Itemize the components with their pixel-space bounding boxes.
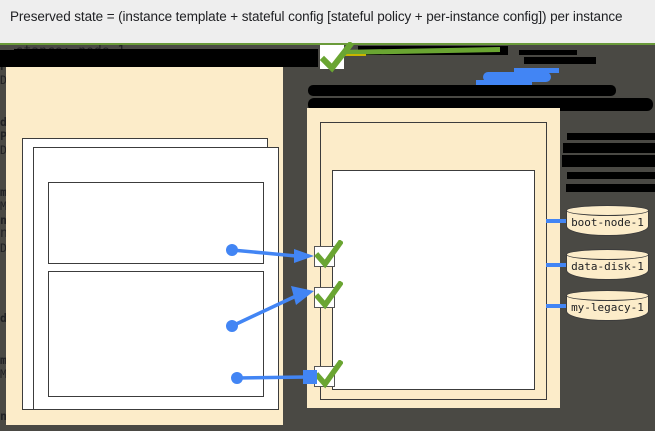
checkbox-data-disk[interactable] [314,246,335,267]
disk-cylinder-top-icon [566,249,649,260]
disk-label: my-legacy-1 [571,301,644,314]
redaction-bar-right-5 [566,184,655,192]
node-details-box [332,170,535,390]
disk-cylinder-top-icon [566,290,649,301]
dim-strip-top-left [0,45,14,50]
redaction-bar-right-2 [563,143,655,153]
redaction-bar-row2-b [308,98,653,111]
redaction-bar-top-3 [519,50,577,55]
preserved-state-policy-box [48,182,264,264]
disk-cylinder-data-disk-1[interactable]: data-disk-1 [566,249,649,281]
redaction-bar-right-3 [562,155,655,167]
redaction-bar-right-4 [567,172,655,179]
banner: Preserved state = (instance template + s… [0,0,655,44]
checkbox-node-id[interactable] [314,366,335,387]
disk-label: data-disk-1 [571,260,644,273]
checkbox-top[interactable] [320,45,344,69]
disk-cylinder-top-icon [566,205,649,216]
redaction-bar-row2-a [308,85,616,96]
checkbox-legacy-disk[interactable] [314,287,335,308]
redaction-bar-right-1 [567,133,655,140]
redaction-bar-top-4 [524,57,596,64]
disk-cylinder-boot-node-1[interactable]: boot-node-1 [566,205,649,237]
redaction-bar-top-1 [0,49,318,67]
redaction-bar-top-2 [358,46,508,55]
disk-cylinder-my-legacy-1[interactable]: my-legacy-1 [566,290,649,322]
preserved-state-configs-box [48,271,264,397]
disk-label: boot-node-1 [571,216,644,229]
banner-text: Preserved state = (instance template + s… [10,9,623,24]
